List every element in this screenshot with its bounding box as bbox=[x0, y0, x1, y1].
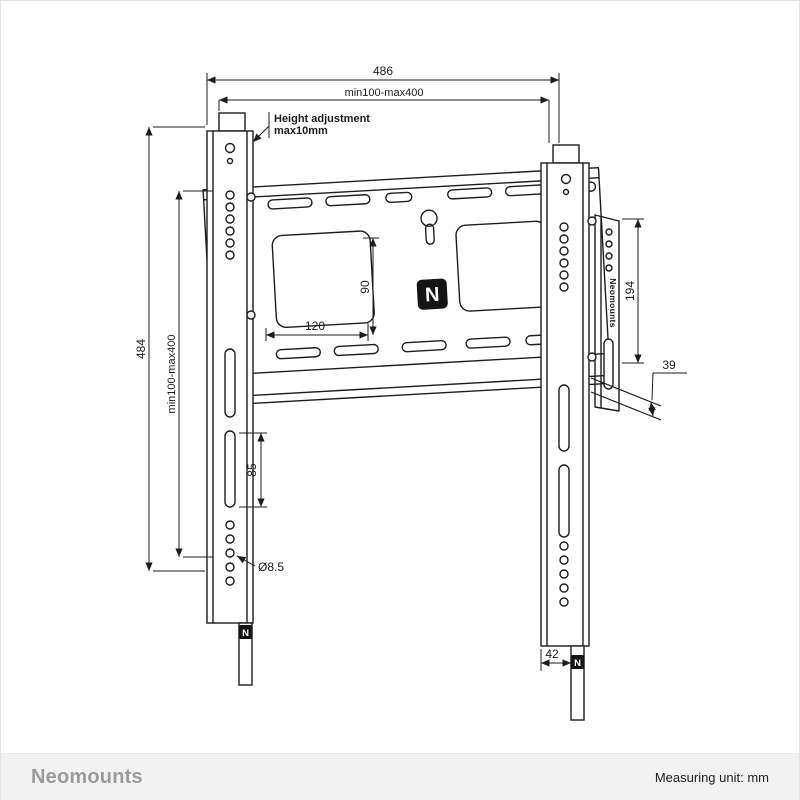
dim-left-range-label: min100-max400 bbox=[166, 335, 178, 414]
dimensions: 486 min100-max400 Height adjustment max1… bbox=[134, 64, 687, 671]
dimension-slot-length: 85 bbox=[239, 432, 267, 508]
dimension-left-height: 484 bbox=[134, 126, 205, 572]
dim-strap-offset-label: 42 bbox=[545, 647, 559, 661]
side-bracket-slot bbox=[603, 338, 614, 390]
right-rail-bottom-holes bbox=[559, 541, 569, 607]
left-rail-slot-upper bbox=[224, 348, 236, 418]
dimension-depth: 39 bbox=[648, 358, 687, 417]
right-rail-top-holes bbox=[559, 222, 569, 292]
height-adjustment-note-line1: Height adjustment bbox=[274, 113, 370, 125]
dimension-top-range: min100-max400 bbox=[218, 87, 550, 143]
dim-depth-label: 39 bbox=[662, 358, 676, 372]
side-bracket: Neomounts bbox=[594, 214, 620, 412]
right-rail-top-hook bbox=[552, 144, 580, 164]
keyhole bbox=[420, 209, 438, 245]
left-rail-top-holes bbox=[225, 190, 235, 260]
right-strap-logo-badge bbox=[570, 655, 585, 669]
neomounts-logo-badge bbox=[416, 278, 448, 310]
dimension-left-range: min100-max400 bbox=[166, 190, 213, 558]
dimension-strap-offset: 42 bbox=[540, 647, 571, 671]
dimension-vesa-width: 120 bbox=[265, 319, 369, 341]
dim-top-range-label: min100-max400 bbox=[345, 87, 424, 99]
left-strap-logo-letter: N bbox=[242, 628, 249, 639]
dim-hole-diameter-label: Ø8.5 bbox=[258, 560, 284, 574]
side-bracket-brand-text: Neomounts bbox=[608, 278, 618, 327]
drawing-canvas: N Neomounts bbox=[1, 1, 799, 753]
dim-vesa-height-label: 90 bbox=[358, 280, 372, 294]
vesa-window-right bbox=[455, 220, 551, 312]
right-rail: N bbox=[540, 144, 597, 721]
left-rail-screw-top bbox=[246, 192, 256, 202]
left-strap-logo-badge bbox=[238, 625, 253, 639]
dim-left-height-label: 484 bbox=[134, 339, 148, 359]
left-rail: N bbox=[206, 112, 256, 686]
left-rail-bottom-holes bbox=[225, 520, 235, 586]
right-rail-screw-top bbox=[587, 216, 597, 226]
right-rail-slot-lower bbox=[558, 464, 570, 538]
right-rail-screw-bottom bbox=[587, 352, 597, 362]
height-adjustment-note-line2: max10mm bbox=[274, 125, 328, 137]
measuring-unit-label: Measuring unit: mm bbox=[654, 769, 769, 785]
side-bracket-holes bbox=[605, 228, 613, 272]
technical-drawing: N Neomounts bbox=[134, 64, 687, 721]
left-rail-screw-bottom bbox=[246, 310, 256, 320]
dim-bracket-height-label: 194 bbox=[623, 281, 637, 301]
dim-vesa-width-label: 120 bbox=[305, 319, 325, 333]
left-rail-top-hook bbox=[218, 112, 246, 132]
dimension-bracket-height: 194 bbox=[622, 218, 644, 364]
neomounts-logo-letter: N bbox=[424, 284, 440, 307]
left-rail-slot-lower bbox=[224, 430, 236, 508]
footer: Neomounts Measuring unit: mm bbox=[1, 753, 799, 800]
side-bracket-outline bbox=[594, 214, 620, 412]
brand-logo-text: Neomounts bbox=[31, 765, 143, 788]
vesa-window-left bbox=[271, 230, 375, 329]
dimension-vesa-height: 90 bbox=[358, 237, 379, 335]
dim-top-width-label: 486 bbox=[373, 64, 393, 78]
dimension-top-width: 486 bbox=[206, 64, 560, 143]
wall-plate-outline bbox=[202, 166, 612, 407]
right-rail-slot-upper bbox=[558, 384, 570, 452]
note-height-adjustment: Height adjustment max10mm bbox=[252, 112, 370, 143]
plate-bottom-slots bbox=[275, 333, 567, 360]
dimension-hole-diameter: Ø8.5 bbox=[236, 555, 284, 574]
dim-slot-length-label: 85 bbox=[245, 463, 259, 477]
right-strap-logo-letter: N bbox=[574, 658, 581, 669]
